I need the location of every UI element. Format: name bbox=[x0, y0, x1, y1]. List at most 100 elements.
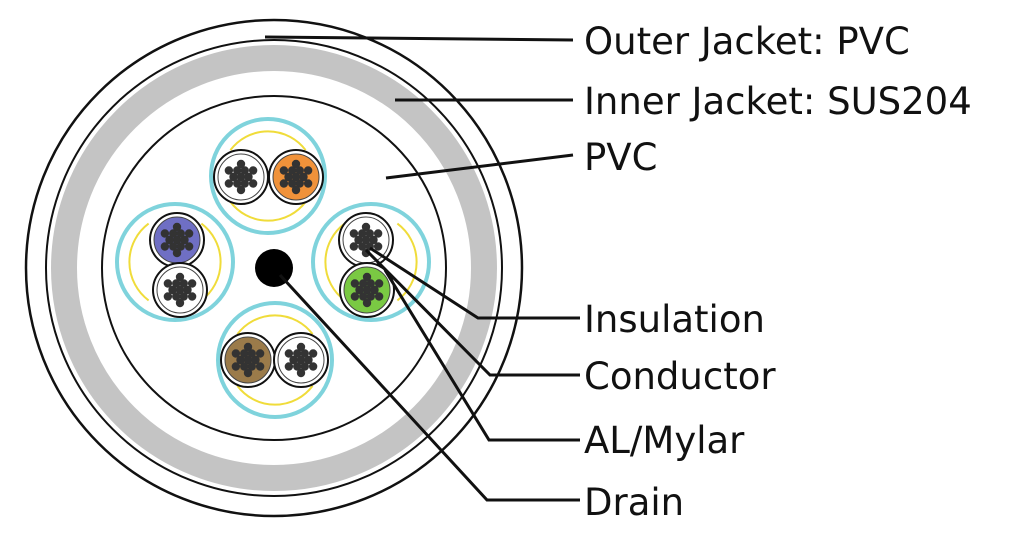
conductor-strand bbox=[300, 349, 309, 358]
conductor-strand bbox=[175, 272, 185, 282]
conductor-strand bbox=[224, 166, 234, 175]
conductor-strand bbox=[243, 355, 253, 365]
conductor-strand bbox=[365, 229, 374, 238]
conductor-strand bbox=[251, 355, 260, 365]
pair-right bbox=[311, 202, 431, 322]
conductor-strand bbox=[180, 235, 189, 245]
conductor-strand bbox=[359, 292, 368, 301]
conductor-strand bbox=[255, 362, 265, 371]
conductor-strand bbox=[289, 355, 298, 365]
conductor-strand bbox=[255, 349, 265, 358]
inner-jacket-label: Inner Jacket: SUS204 bbox=[584, 80, 972, 123]
conductor-strand bbox=[366, 292, 375, 301]
conductor-strand bbox=[303, 179, 313, 188]
conductor-strand bbox=[236, 185, 246, 195]
conductor-strand bbox=[296, 342, 306, 352]
conductor-strand bbox=[295, 179, 304, 188]
conductor-strand bbox=[362, 272, 372, 282]
conductor-strand bbox=[169, 229, 178, 238]
leader-lines bbox=[264, 35, 580, 502]
conductor-strand bbox=[295, 166, 304, 175]
conductor-strand bbox=[240, 362, 249, 371]
pair-left bbox=[115, 202, 235, 322]
conductor-strand bbox=[172, 235, 182, 245]
conductor-strand bbox=[168, 285, 177, 295]
conductor-strand bbox=[359, 279, 368, 288]
conductor-strand bbox=[248, 179, 258, 188]
conductor-strand bbox=[243, 368, 253, 378]
conductor-strand bbox=[231, 362, 241, 371]
conductor-strand bbox=[349, 242, 359, 251]
conductor-strand bbox=[291, 185, 301, 195]
conductor-strand bbox=[374, 292, 384, 301]
conductor-strand bbox=[163, 279, 173, 288]
conductor-strand bbox=[358, 229, 367, 238]
conductor-strand bbox=[224, 179, 234, 188]
conductor-strand bbox=[233, 166, 242, 175]
outer-jacket-label: Outer Jacket: PVC bbox=[584, 20, 910, 63]
conductor-strand bbox=[354, 235, 363, 245]
conductor-strand bbox=[349, 229, 359, 238]
conductor-strand bbox=[373, 242, 383, 251]
conductor-strand bbox=[172, 292, 181, 301]
conductor-strand bbox=[240, 349, 249, 358]
conductor-strand bbox=[308, 362, 318, 371]
conductor-strand bbox=[303, 166, 313, 175]
twisted-pairs bbox=[115, 117, 431, 419]
conductor-strand bbox=[308, 349, 318, 358]
conductor-strand bbox=[296, 355, 306, 365]
conductor-strand bbox=[176, 229, 185, 238]
drain-leader bbox=[278, 273, 580, 502]
outer-jacket-leader bbox=[264, 35, 574, 42]
conductor-strand bbox=[165, 235, 174, 245]
insulation-label: Insulation bbox=[584, 298, 765, 341]
conductor-strand bbox=[300, 362, 309, 371]
conductor-strand bbox=[373, 229, 383, 238]
pair-bottom bbox=[216, 301, 334, 419]
conductor-strand bbox=[176, 242, 185, 251]
pair-wrap bbox=[229, 201, 307, 222]
conductor-strand bbox=[236, 159, 246, 169]
conductor-strand bbox=[240, 166, 249, 175]
pair-wrap bbox=[236, 385, 314, 406]
conductor-strand bbox=[304, 355, 313, 365]
conductor-strand bbox=[284, 362, 294, 371]
conductor-strand bbox=[183, 285, 192, 295]
conductor-strand bbox=[374, 279, 384, 288]
conductor-strand bbox=[355, 285, 364, 295]
conductor-strand bbox=[233, 179, 242, 188]
conductor-strand bbox=[229, 172, 238, 182]
conductor-strand bbox=[362, 285, 372, 295]
conductor-strand bbox=[247, 362, 256, 371]
conductor-strand bbox=[172, 248, 182, 258]
insulation-leader bbox=[369, 246, 580, 320]
conductor-strand bbox=[284, 172, 293, 182]
conductor-strand bbox=[291, 172, 301, 182]
conductor-strand bbox=[299, 172, 308, 182]
conductor-strand bbox=[370, 285, 379, 295]
conductor-strand bbox=[172, 222, 182, 232]
conductor-strand bbox=[366, 279, 375, 288]
inner-jacket-outline bbox=[45, 39, 503, 497]
pvc-label: PVC bbox=[584, 136, 657, 179]
pair-wrap bbox=[229, 130, 307, 151]
conductor-strand bbox=[160, 242, 170, 251]
pair-wrap bbox=[236, 314, 314, 335]
conductor-strand bbox=[236, 172, 246, 182]
conductor-strand bbox=[160, 229, 170, 238]
conductor-strand bbox=[293, 362, 302, 371]
conductor-strand bbox=[163, 292, 173, 301]
conductor-strand bbox=[296, 368, 306, 378]
conductor-strand bbox=[169, 242, 178, 251]
conductor-strand bbox=[358, 242, 367, 251]
conductor-strand bbox=[291, 159, 301, 169]
pair-wrap bbox=[128, 222, 150, 302]
al-mylar-label: AL/Mylar bbox=[584, 419, 745, 462]
conductor-strand bbox=[350, 279, 360, 288]
conductor-strand bbox=[369, 235, 378, 245]
conductor-strand bbox=[243, 342, 253, 352]
conductor-strand bbox=[248, 166, 258, 175]
pair-top bbox=[209, 117, 327, 235]
pvc-leader bbox=[385, 153, 574, 180]
conductor-strand bbox=[175, 298, 185, 308]
